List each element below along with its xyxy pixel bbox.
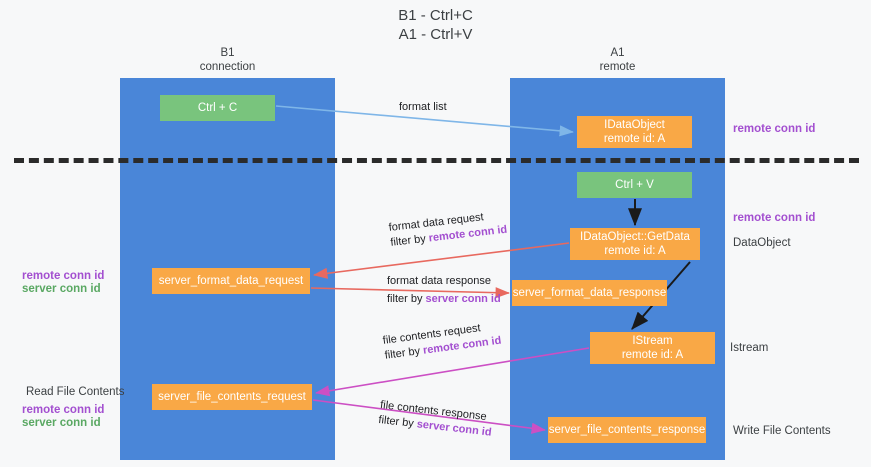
flow-label-fdreq-filter-prefix: filter by bbox=[389, 232, 430, 249]
node-getdata-line2: remote id: A bbox=[604, 245, 666, 257]
node-ctrl-c[interactable]: Ctrl + C bbox=[160, 95, 275, 121]
annotation-right-write-file-contents: Write File Contents bbox=[733, 425, 831, 437]
node-ctrl-c-label: Ctrl + C bbox=[197, 102, 238, 114]
flow-label-fcreq-filter-prefix: filter by bbox=[384, 344, 424, 362]
annotation-left-remote-conn-id-2: remote conn id bbox=[22, 404, 105, 416]
node-idataobject-line2: remote id: A bbox=[603, 133, 666, 145]
annotation-right-remote-conn-id-mid: remote conn id bbox=[733, 212, 816, 224]
node-istream[interactable]: IStream remote id: A bbox=[590, 332, 715, 364]
node-ctrl-v[interactable]: Ctrl + V bbox=[577, 172, 692, 198]
annotation-left-server-conn-id-1: server conn id bbox=[22, 283, 101, 295]
node-server-format-data-request[interactable]: server_format_data_request bbox=[152, 268, 310, 294]
flow-label-file-contents-request: file contents request filter by remote c… bbox=[382, 319, 502, 364]
node-idataobject[interactable]: IDataObject remote id: A bbox=[577, 116, 692, 148]
annotation-left-server-conn-id-2: server conn id bbox=[22, 417, 101, 429]
lane-a1-subtitle: remote bbox=[599, 61, 636, 73]
annotation-left-read-file-contents: Read File Contents bbox=[26, 386, 125, 398]
node-istream-line2: remote id: A bbox=[621, 349, 684, 361]
flow-label-format-data-response-text: format data response bbox=[387, 275, 491, 287]
node-getdata-line1: IDataObject::GetData bbox=[580, 231, 690, 243]
node-server-file-contents-request-label: server_file_contents_request bbox=[158, 391, 306, 403]
title-line-1: B1 - Ctrl+C bbox=[398, 7, 473, 24]
node-ctrl-v-label: Ctrl + V bbox=[615, 179, 654, 191]
lane-header-a1: A1 remote bbox=[510, 46, 725, 74]
flow-label-fcresp-filter-prefix: filter by bbox=[377, 413, 418, 431]
flow-label-format-list-text: format list bbox=[399, 101, 447, 113]
diagram-title: B1 - Ctrl+C A1 - Ctrl+V bbox=[0, 6, 871, 44]
lane-a1-name: A1 bbox=[610, 47, 625, 59]
flow-label-fdresp-filter-prefix: filter by bbox=[387, 293, 426, 305]
annotation-right-istream: Istream bbox=[730, 342, 769, 354]
node-server-format-data-response[interactable]: server_format_data_response bbox=[512, 280, 667, 306]
node-server-format-data-response-label: server_format_data_response bbox=[512, 287, 667, 299]
flow-label-file-contents-response: file contents response filter by server … bbox=[378, 398, 494, 441]
node-server-file-contents-response[interactable]: server_file_contents_response bbox=[548, 417, 706, 443]
node-idataobject-line1: IDataObject bbox=[604, 119, 665, 131]
title-line-2: A1 - Ctrl+V bbox=[398, 26, 473, 43]
flow-label-fdresp-filter-value: server conn id bbox=[425, 293, 501, 305]
lane-header-b1: B1 connection bbox=[120, 46, 335, 74]
flow-label-format-list: format list bbox=[399, 100, 447, 115]
node-idataobject-getdata[interactable]: IDataObject::GetData remote id: A bbox=[570, 228, 700, 260]
lane-b1-subtitle: connection bbox=[199, 61, 256, 73]
phase-separator bbox=[14, 158, 859, 163]
annotation-right-remote-conn-id-top: remote conn id bbox=[733, 123, 816, 135]
node-istream-line1: IStream bbox=[632, 335, 673, 347]
annotation-left-remote-conn-id-1: remote conn id bbox=[22, 270, 105, 282]
node-server-file-contents-response-label: server_file_contents_response bbox=[548, 424, 706, 436]
node-server-format-data-request-label: server_format_data_request bbox=[158, 275, 304, 287]
flow-label-format-data-request: format data request filter by remote con… bbox=[388, 208, 508, 251]
annotation-right-dataobject: DataObject bbox=[733, 237, 791, 249]
lane-b1-name: B1 bbox=[220, 47, 235, 59]
node-server-file-contents-request[interactable]: server_file_contents_request bbox=[152, 384, 312, 410]
flow-label-format-data-response: format data response filter by server co… bbox=[387, 274, 501, 307]
